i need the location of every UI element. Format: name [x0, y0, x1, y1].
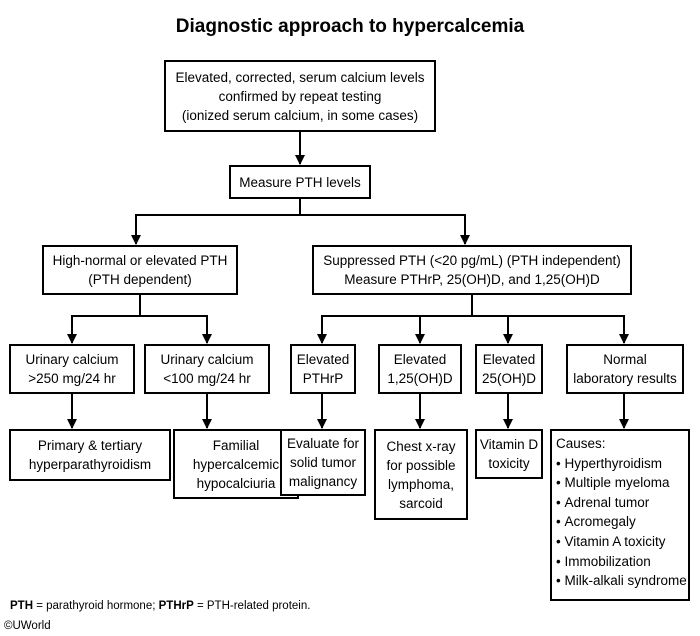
causes-list: Hyperthyroidism Multiple myeloma Adrenal… [556, 454, 686, 591]
box-line: Familial [212, 437, 260, 453]
box-line: Suppressed PTH (<20 pg/mL) (PTH independ… [323, 253, 621, 268]
normal-lab-results-box: Normal laboratory results [566, 344, 684, 394]
box-line: Elevated, corrected, serum calcium level… [175, 69, 425, 85]
pth-independent-box: Suppressed PTH (<20 pg/mL) (PTH independ… [312, 245, 632, 295]
box-line: Elevated [482, 352, 536, 367]
copyright: ©UWorld [4, 620, 51, 632]
box-line: sarcoid [399, 495, 443, 511]
cause-item: Immobilization [556, 552, 684, 572]
box-line: lymphoma, [387, 476, 455, 492]
box-line: confirmed by repeat testing [218, 88, 382, 104]
box-line: Urinary calcium [25, 352, 119, 367]
box-line: hypocalciuria [196, 475, 276, 491]
arrow-dependent-to-urinary-high [67, 295, 141, 344]
fhh-box: Familial hypercalcemic hypocalciuria [173, 429, 299, 499]
arrow-independent-to-normal [472, 315, 629, 344]
urinary-calcium-high-box: Urinary calcium >250 mg/24 hr [9, 344, 135, 394]
elevated-25ohd-box: Elevated 25(OH)D [475, 344, 543, 394]
box-line: 1,25(OH)D [387, 371, 453, 386]
box-line: Chest x-ray [386, 438, 456, 454]
cause-item: Adrenal tumor [556, 493, 684, 513]
box-line: for possible [386, 457, 456, 473]
vitamin-d-toxicity-box: Vitamin D toxicity [475, 429, 543, 479]
box-line: hyperparathyroidism [28, 457, 152, 472]
arrow-measure-to-dependent [131, 199, 301, 245]
box-line: Urinary calcium [160, 352, 254, 367]
box-line: Elevated [296, 352, 350, 367]
box-line: malignancy [288, 474, 358, 489]
urinary-calcium-low-box: Urinary calcium <100 mg/24 hr [144, 344, 270, 394]
hyperparathyroidism-box: Primary & tertiary hyperparathyroidism [9, 429, 171, 481]
box-line: 25(OH)D [481, 371, 536, 386]
elevated-125ohd-box: Elevated 1,25(OH)D [378, 344, 462, 394]
box-line: (ionized serum calcium, in some cases) [181, 107, 419, 123]
cause-item: Acromegaly [556, 512, 684, 532]
cause-item: Milk-alkali syndrome [556, 571, 686, 591]
pth-abbreviation: PTH [10, 600, 33, 612]
box-line: >250 mg/24 hr [28, 371, 116, 386]
causes-heading: Causes: [556, 436, 606, 451]
pthrp-definition: = PTH-related protein. [193, 600, 311, 612]
box-line: solid tumor [289, 455, 357, 470]
abbreviation-footnote: PTH = parathyroid hormone; PTHrP = PTH-r… [10, 600, 310, 612]
pthrp-abbreviation: PTHrP [158, 600, 194, 612]
box-line: (PTH dependent) [88, 272, 192, 287]
solid-tumor-box: Evaluate for solid tumor malignancy [280, 429, 366, 496]
cause-item: Multiple myeloma [556, 473, 684, 493]
box-line: Primary & tertiary [37, 438, 143, 453]
box-line: Elevated [393, 352, 447, 367]
box-line: Measure PTHrP, 25(OH)D, and 1,25(OH)D [344, 272, 600, 287]
causes-box: Causes: Hyperthyroidism Multiple myeloma… [550, 429, 690, 601]
cause-item: Hyperthyroidism [556, 454, 684, 474]
box-line: Evaluate for [286, 436, 360, 451]
pth-definition: = parathyroid hormone; [33, 600, 159, 612]
pth-dependent-box: High-normal or elevated PTH (PTH depende… [42, 245, 238, 295]
box-line: Vitamin D [479, 437, 539, 452]
chest-xray-box: Chest x-ray for possible lymphoma, sarco… [374, 429, 468, 520]
arrow-independent-to-pthrp [317, 295, 473, 344]
cause-item: Vitamin A toxicity [556, 532, 684, 552]
box-line: hypercalcemic [192, 456, 280, 472]
box-line: High-normal or elevated PTH [52, 253, 228, 268]
elevated-pthrp-box: Elevated PTHrP [290, 344, 356, 394]
box-line: <100 mg/24 hr [163, 371, 251, 386]
arrow-dependent-to-urinary-low [140, 315, 212, 344]
box-line: PTHrP [302, 371, 344, 386]
box-line: toxicity [488, 456, 530, 471]
box-line: Normal [603, 352, 647, 367]
measure-pth-box: Measure PTH levels [229, 165, 371, 199]
elevated-calcium-box: Elevated, corrected, serum calcium level… [164, 60, 436, 132]
diagram-title: Diagnostic approach to hypercalcemia [175, 16, 525, 37]
arrow-measure-to-independent [300, 214, 470, 245]
box-line: laboratory results [573, 371, 677, 386]
box-line: Measure PTH levels [239, 174, 361, 190]
